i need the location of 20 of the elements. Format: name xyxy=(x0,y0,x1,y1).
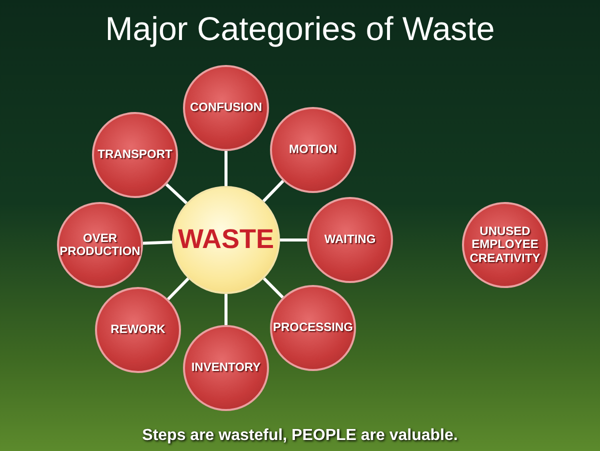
circle-label: REWORK xyxy=(110,323,166,337)
circle-label: OVER PRODUCTION xyxy=(58,232,142,258)
connector-line xyxy=(224,151,228,186)
caption: Steps are wasteful, PEOPLE are valuable. xyxy=(142,427,458,445)
connector-line xyxy=(142,240,172,245)
circle-label: PROCESSING xyxy=(272,321,354,335)
circle-label: MOTION xyxy=(288,143,338,157)
connector-line xyxy=(224,294,228,325)
connector-line xyxy=(166,278,190,300)
connector-line xyxy=(165,183,188,204)
circle-label: WAITING xyxy=(323,233,377,247)
circle-label: INVENTORY xyxy=(190,361,262,375)
circle-label: WASTE xyxy=(177,225,276,255)
connector-line xyxy=(280,238,307,242)
connector-line xyxy=(262,180,284,202)
title: Major Categories of Waste xyxy=(105,10,495,48)
connector-line xyxy=(262,277,284,298)
circle-label: CONFUSION xyxy=(189,101,263,115)
circle-label: UNUSED EMPLOYEE CREATIVITY xyxy=(468,225,542,265)
circle-label: TRANSPORT xyxy=(96,148,174,162)
